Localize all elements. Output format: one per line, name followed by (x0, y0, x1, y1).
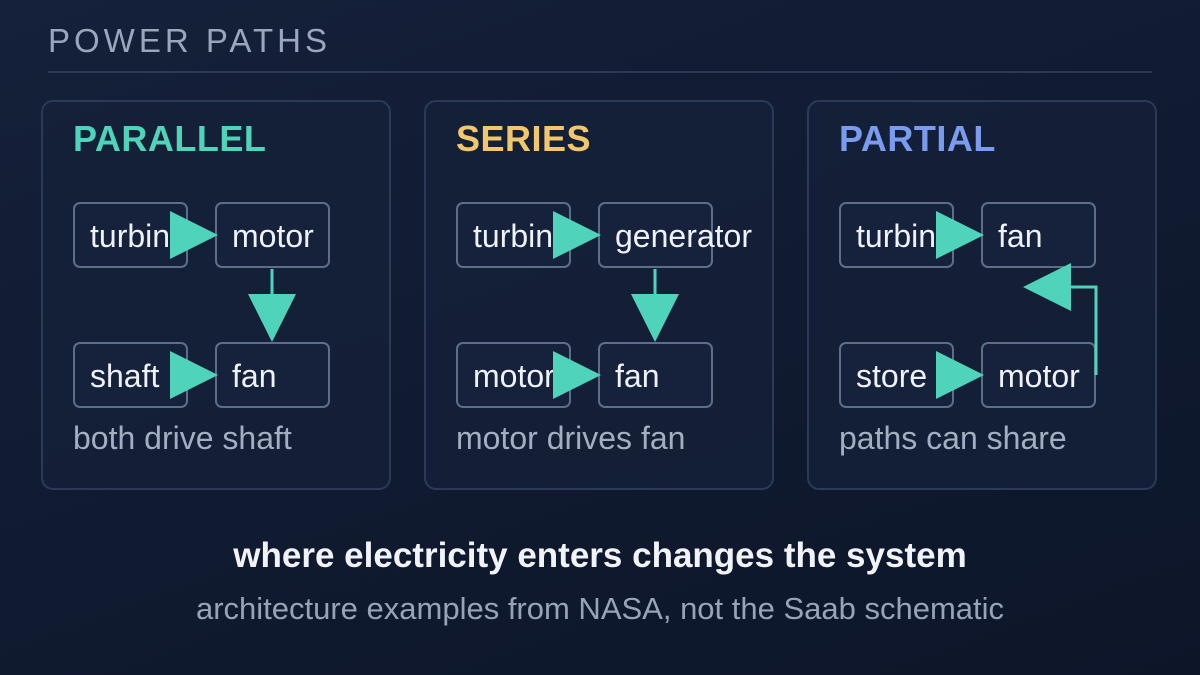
page-title: POWER PATHS (48, 22, 331, 59)
flow-arrows (936, 211, 1098, 399)
panel-title-series: SERIES (456, 118, 592, 159)
node-fan: fan (981, 202, 1096, 268)
connector-line (1069, 285, 1098, 375)
panel-series: SERIES turbine generator motor fan motor… (424, 100, 774, 490)
node-label: fan (998, 218, 1043, 254)
panel-title-parallel: PARALLEL (73, 118, 267, 159)
node-label: fan (615, 358, 660, 394)
arrow-right-icon (553, 351, 601, 399)
arrow-right-icon (170, 351, 218, 399)
node-label: store (856, 358, 928, 394)
arrow-right-icon (936, 211, 984, 259)
node-label: motor (998, 358, 1080, 394)
arrow-right-icon (936, 351, 984, 399)
flow-arrows (553, 211, 679, 399)
arrow-left-icon (1023, 263, 1071, 311)
node-motor: motor (981, 342, 1096, 408)
footer-headline: where electricity enters changes the sys… (233, 536, 967, 575)
node-motor: motor (215, 202, 330, 268)
arrow-down-icon (248, 294, 296, 342)
node-label: fan (232, 358, 277, 394)
node-generator: generator (598, 202, 752, 268)
node-label: generator (615, 218, 752, 254)
node-label: motor (232, 218, 314, 254)
panel-caption: both drive shaft (73, 420, 292, 456)
node-fan: fan (215, 342, 330, 408)
panel-title-partial: PARTIAL (839, 118, 996, 159)
arrow-down-icon (631, 294, 679, 342)
panel-caption: motor drives fan (456, 420, 686, 456)
panel-caption: paths can share (839, 420, 1067, 456)
node-label: motor (473, 358, 555, 394)
node-motor: motor (456, 342, 571, 408)
header-divider (48, 71, 1152, 73)
footer-subtitle: architecture examples from NASA, not the… (195, 591, 1005, 626)
panel-partial: PARTIAL turbine fan store motor paths ca… (807, 100, 1157, 490)
node-store: store (839, 342, 954, 408)
node-label: shaft (90, 358, 160, 394)
node-shaft: shaft (73, 342, 188, 408)
node-fan: fan (598, 342, 713, 408)
flow-arrows (170, 211, 296, 399)
panel-parallel: PARALLEL turbine motor shaft fan both dr… (41, 100, 391, 490)
arrow-right-icon (553, 211, 601, 259)
arrow-right-icon (170, 211, 218, 259)
